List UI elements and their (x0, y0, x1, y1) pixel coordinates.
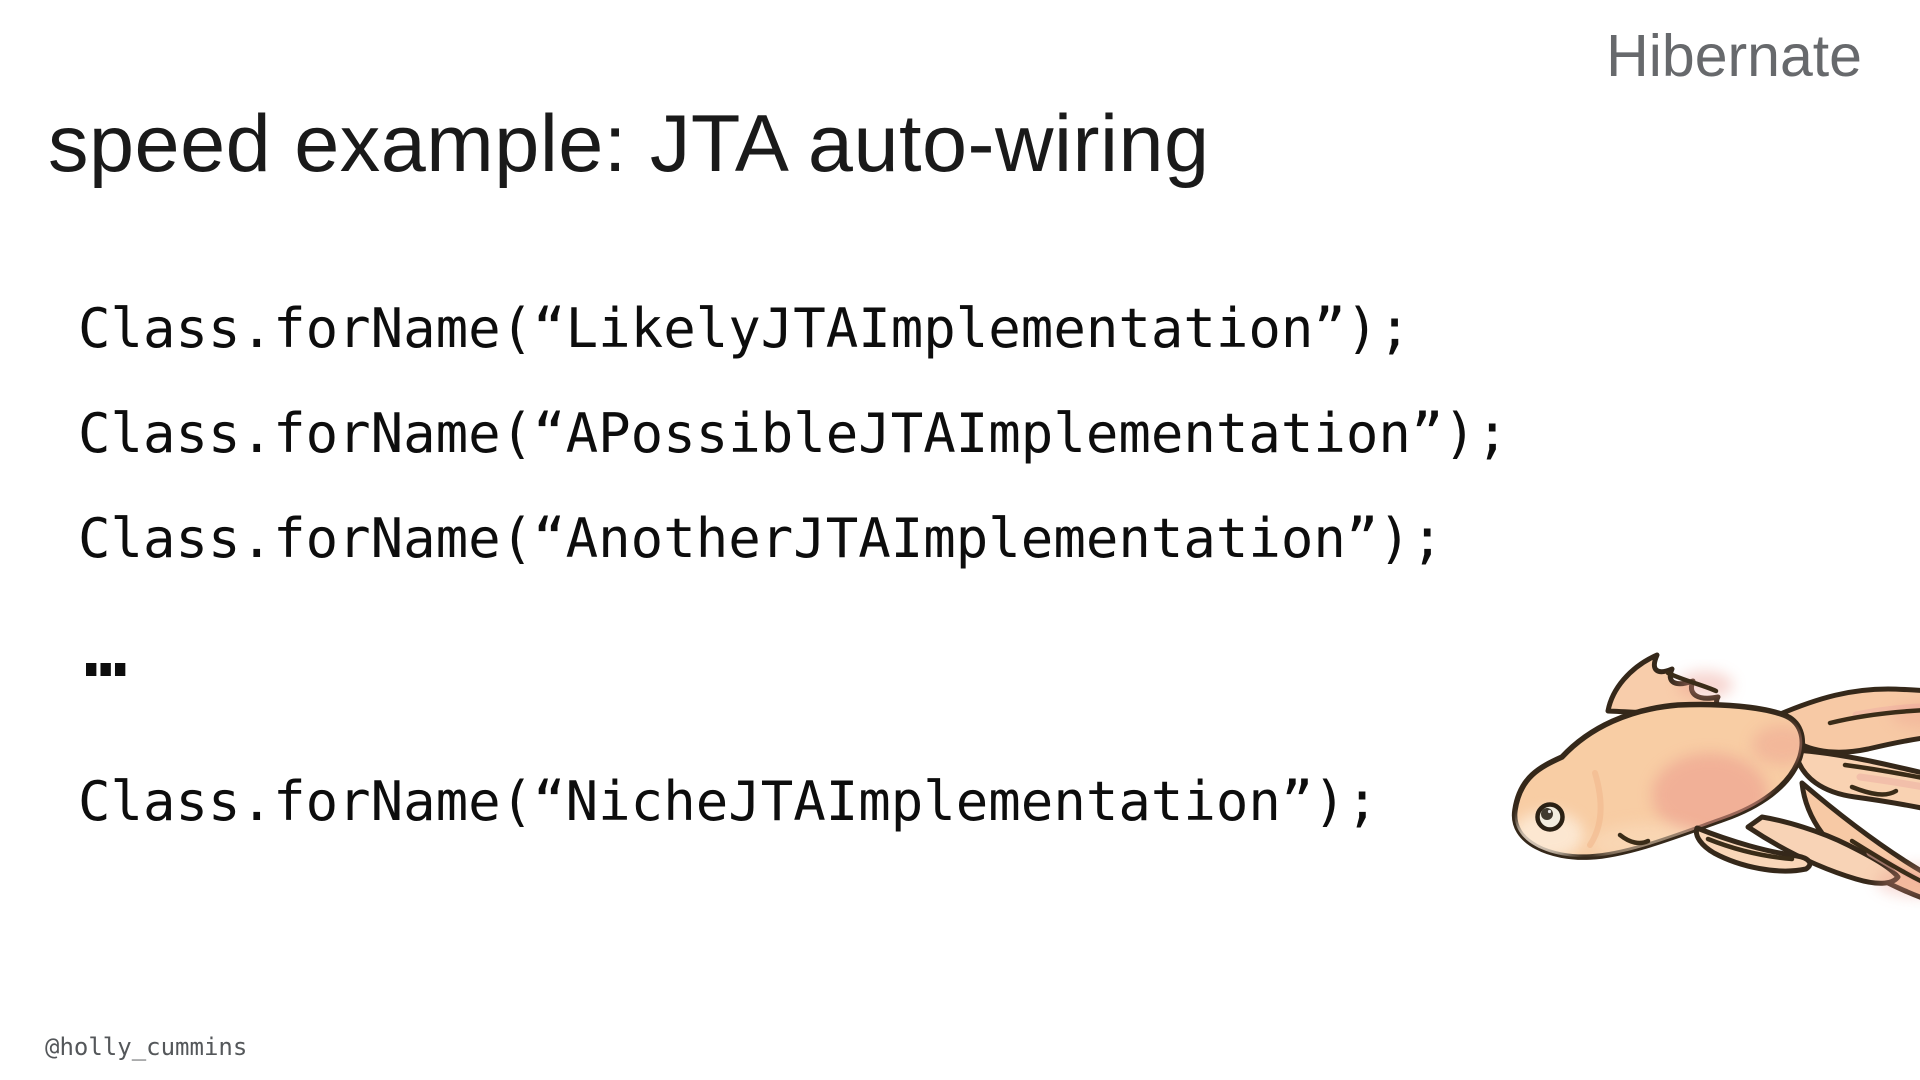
fish-eye (1535, 802, 1565, 832)
goldfish-icon (1512, 652, 1920, 900)
slide-title: speed example: JTA auto-wiring (48, 99, 1210, 189)
goldfish-illustration (1500, 645, 1920, 925)
code-line-likely: Class.forName(“LikelyJTAImplementation”)… (78, 297, 1411, 360)
code-line-another: Class.forName(“AnotherJTAImplementation”… (78, 507, 1444, 570)
twitter-handle: @holly_cummins (45, 1033, 248, 1061)
code-line-ellipsis: … (84, 609, 128, 693)
fish-pectoral-fin (1693, 825, 1813, 874)
hibernate-logo-text: Hibernate (1606, 23, 1862, 89)
code-line-niche: Class.forName(“NicheJTAImplementation”); (78, 770, 1379, 833)
code-line-apossible: Class.forName(“APossibleJTAImplementatio… (78, 402, 1509, 465)
